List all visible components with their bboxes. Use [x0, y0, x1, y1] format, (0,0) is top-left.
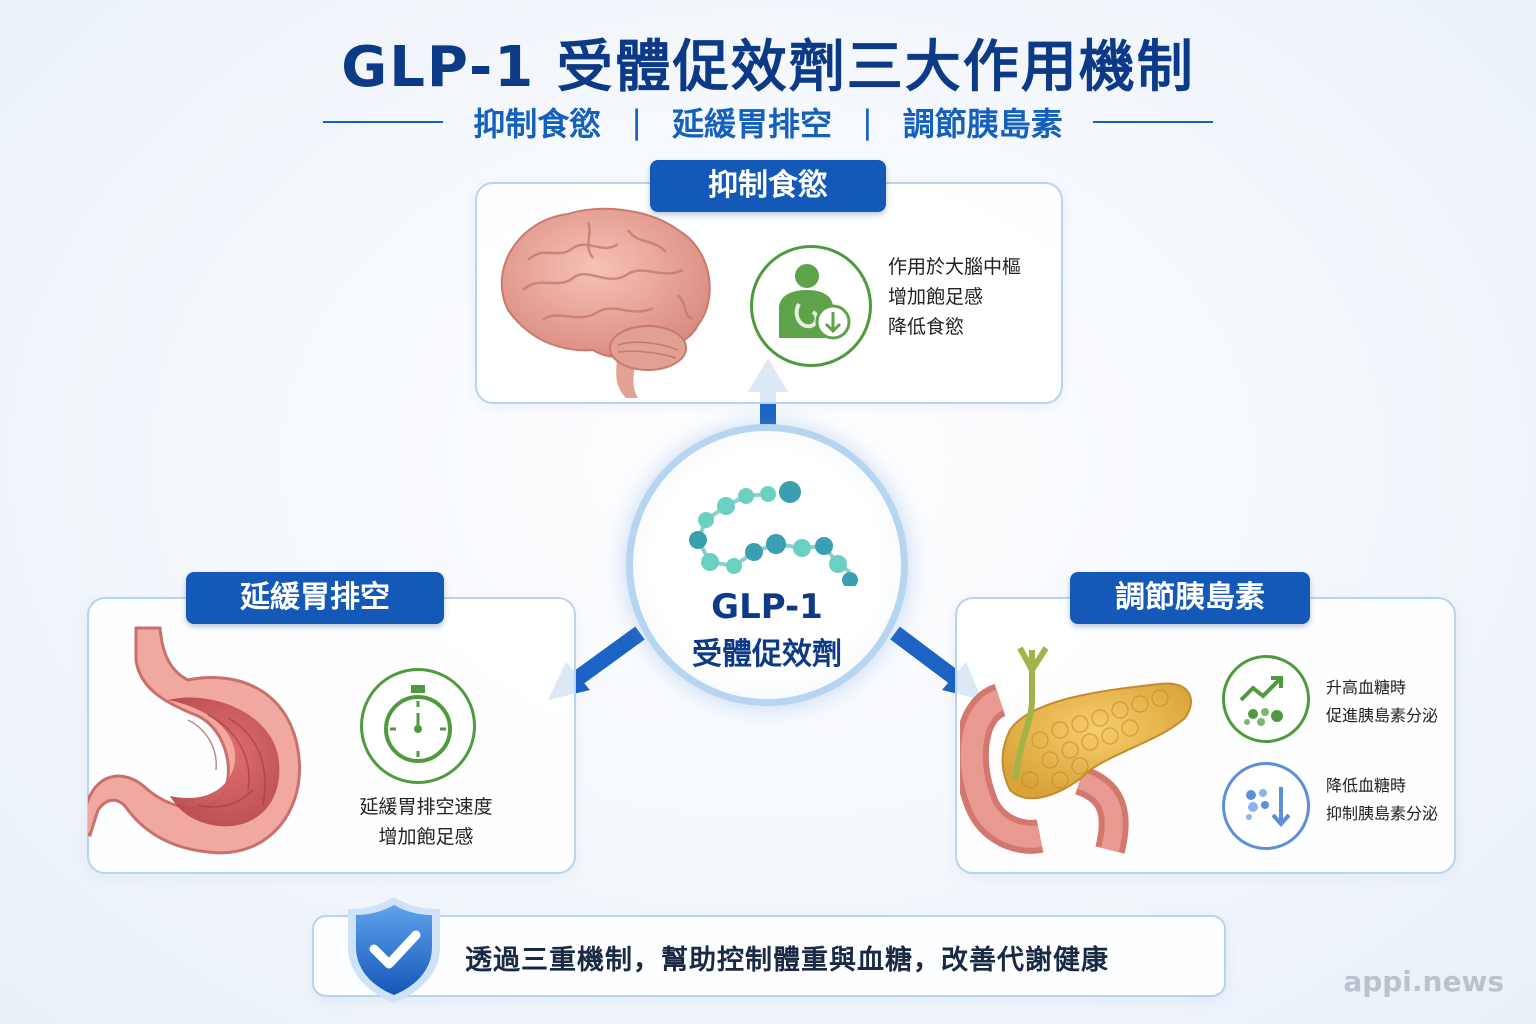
subtitle-left-line: [323, 121, 444, 123]
center-label-wrap: GLP-1 受體促效劑: [633, 587, 901, 673]
appetite-desc-line: 作用於大腦中樞: [888, 256, 1022, 278]
shield-check-icon: [348, 897, 440, 1003]
footer-bar: [312, 915, 1226, 997]
stopwatch-icon: [360, 668, 476, 784]
insulin-high-line: 促進胰島素分泌: [1326, 706, 1439, 725]
insulin-high-desc: 升高血糖時 促進胰島素分泌: [1326, 674, 1438, 730]
panel-stomach-label: 延緩胃排空: [186, 572, 444, 624]
appetite-desc-line: 降低食慾: [888, 316, 965, 338]
panel-stomach-desc: 延緩胃排空速度 增加飽足感: [336, 792, 516, 852]
stomach-illustration: [88, 626, 301, 855]
center-label-line2: 受體促效劑: [692, 637, 842, 672]
subtitle-separator: |: [862, 103, 873, 141]
pancreas-illustration: [960, 646, 1192, 854]
person-appetite-down-icon: [750, 245, 872, 367]
page-title: GLP-1 受體促效劑三大作用機制: [341, 35, 1195, 100]
stomach-desc-line: 延緩胃排空速度: [359, 796, 493, 818]
subtitle-item-appetite: 抑制食慾: [473, 105, 602, 143]
stomach-desc-line: 增加飽足感: [378, 826, 474, 848]
watermark: appi.news: [1343, 965, 1504, 998]
subtitle-separator: |: [631, 103, 642, 141]
subtitle-item-stomach: 延緩胃排空: [671, 105, 832, 143]
insulin-high-line: 升高血糖時: [1326, 678, 1407, 697]
glucose-up-icon: [1222, 655, 1310, 743]
subtitle-right-line: [1092, 121, 1213, 123]
subtitle-row: 抑制食慾 | 延緩胃排空 | 調節胰島素: [0, 100, 1536, 144]
footer-text: 透過三重機制，幫助控制體重與血糖，改善代謝健康: [465, 945, 1109, 976]
center-label-line1: GLP-1: [711, 587, 823, 627]
panel-insulin-label: 調節胰島素: [1070, 572, 1310, 624]
panel-appetite-desc: 作用於大腦中樞 增加飽足感 降低食慾: [888, 252, 1021, 342]
brain-illustration: [500, 207, 711, 398]
molecule-chain-icon: [689, 481, 858, 586]
panel-appetite-label: 抑制食慾: [650, 160, 886, 212]
subtitle-item-insulin: 調節胰島素: [902, 105, 1063, 143]
insulin-low-line: 降低血糖時: [1326, 776, 1407, 795]
insulin-low-line: 抑制胰島素分泌: [1326, 804, 1439, 823]
insulin-low-desc: 降低血糖時 抑制胰島素分泌: [1326, 772, 1438, 828]
glucose-down-icon: [1222, 762, 1310, 850]
appetite-desc-line: 增加飽足感: [888, 286, 984, 308]
center-circle: GLP-1 受體促效劑: [626, 424, 908, 706]
